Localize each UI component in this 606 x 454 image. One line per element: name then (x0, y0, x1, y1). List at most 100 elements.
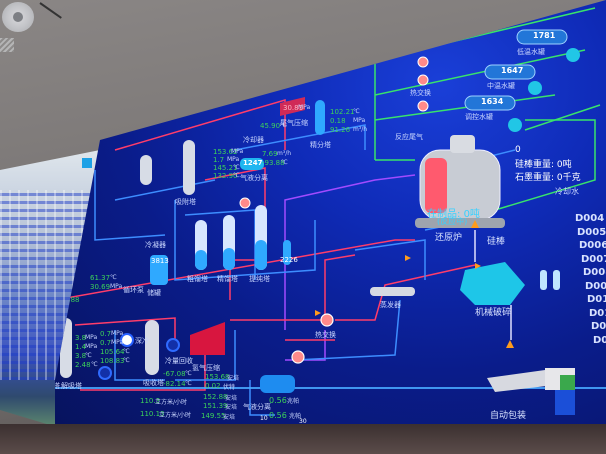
heat-exchanger-icon (320, 313, 334, 327)
flow-value: 30.69 (90, 283, 111, 291)
silicon-rod-weight: 硅棒重量: 0吨 (515, 160, 572, 170)
unit: ℃ (233, 172, 240, 179)
unit: MPa (85, 334, 98, 341)
tower-label: 吸附塔 (55, 381, 60, 391)
hydrogen-compressor-label: 氢气压缩 (192, 364, 220, 372)
tank-value: 1781 (533, 31, 556, 40)
unit: ℃ (280, 122, 287, 129)
pipe-green-2 (374, 49, 586, 96)
heat-exchanger-icon (417, 74, 429, 86)
unit: ℃ (110, 274, 117, 281)
silicon-rod-label: 硅棒 (487, 237, 506, 247)
packaging-label: 自动包装 (490, 411, 527, 421)
tower-label: 提纯塔 (249, 275, 270, 283)
pipe-blue-2 (114, 179, 216, 201)
pipe-blue-4 (234, 124, 366, 151)
unit: MPa (353, 117, 366, 124)
reactor-top (450, 135, 475, 153)
gas-liquid-separator-tank (260, 375, 295, 393)
pipe-blue-10 (249, 380, 275, 416)
graphite-weight: 石墨重量: 0千克 (515, 173, 581, 183)
scada-screen: 1781 1647 1634 低温水罐 中温水罐 调控水罐 热交换 反应尾气 在… (55, 0, 606, 424)
unit: ℃ (91, 361, 98, 368)
unit: m³/h (277, 150, 292, 157)
pipe-green-3 (374, 94, 556, 121)
separator-value: 0.18 (330, 117, 346, 125)
pipe-green-6 (524, 104, 601, 131)
unit: ℃ (353, 108, 360, 115)
current-value: 149.55 (201, 412, 226, 420)
pipe-red-1 (114, 98, 286, 151)
heat-exchanger-label: 热交换 (410, 89, 431, 97)
deep-cooler-icon (120, 333, 134, 347)
hydrogen-compressor (190, 322, 225, 355)
ceiling-vent (2, 2, 34, 32)
gauge-icon[interactable]: 10 (260, 415, 268, 422)
tank-label: 调控水罐 (465, 113, 493, 121)
unit: ℃ (85, 352, 92, 359)
storage-label: 储罐 (147, 289, 161, 297)
small-column (140, 155, 152, 185)
upper-left-value: 145.21 (213, 164, 238, 172)
packaging-machine (487, 368, 575, 415)
pipe-blue-6 (354, 239, 426, 280)
pipe-red-5 (74, 317, 176, 345)
unit: MPa (111, 330, 124, 337)
voltage-value: 0.02 (205, 382, 221, 390)
unit: 安培 (225, 404, 238, 411)
pipe-blue-8 (114, 330, 165, 381)
tower-small (283, 240, 291, 265)
pipe-red-3 (55, 239, 415, 301)
device-code: D009 (585, 280, 606, 292)
column-label: 吸附塔 (175, 198, 196, 206)
arrow-icon (475, 263, 481, 269)
unit: 伏特 (223, 384, 236, 391)
in-process-label: 在制品: 0吨 (427, 209, 480, 220)
flow-rate-value: 110.3 (140, 397, 161, 405)
tower-label: 粗馏塔 (187, 275, 208, 283)
pipe-blue-7 (294, 299, 401, 361)
unit: ℃ (185, 380, 192, 387)
tail-gas-compressor (280, 97, 305, 116)
gauge-icon[interactable]: 30 (299, 418, 307, 425)
unit: 立方米/小时 (159, 412, 192, 419)
reactor-heating-zone (425, 158, 447, 213)
arrow-icon (506, 340, 514, 348)
pipe-blue-3 (174, 200, 316, 281)
arrow-icon (471, 220, 479, 228)
tank-value: 1647 (501, 66, 524, 75)
device-code: D006 (579, 240, 606, 251)
condenser-label: 冷凝器 (145, 241, 166, 249)
pipe-red-4 (230, 254, 356, 321)
pressure-value: 0.56 (269, 411, 287, 420)
absorption-tower (145, 320, 159, 375)
unit: ℃ (233, 164, 240, 171)
unit: MPa (111, 339, 124, 346)
device-code: D012 (591, 321, 606, 332)
device-code: D007 (581, 253, 606, 265)
process-pipes (55, 5, 606, 416)
flow-value: 61.37 (90, 274, 111, 282)
deep-cooler-label: 深冷 (135, 337, 149, 345)
current-value: 151.39 (203, 402, 228, 410)
storage-value: 3813 (151, 257, 169, 265)
unit: 安培 (227, 375, 240, 382)
pipe-purple-1 (284, 174, 416, 330)
heat-exchanger-icon (239, 197, 251, 209)
reactor-base (415, 218, 505, 228)
lower-value: 108.83 (100, 357, 125, 365)
cooler-label: 冷却器 (243, 136, 264, 144)
ceiling-grille (0, 38, 14, 52)
lower-towers (60, 318, 295, 393)
unit: MPa (110, 283, 123, 290)
worker-icon (540, 270, 547, 290)
evaporator-label: 蒸发器 (380, 301, 401, 309)
temp-value: -82.14 (163, 380, 186, 388)
separator-column (315, 100, 325, 135)
gas-liquid-separator-label: 气液分离 (243, 403, 271, 411)
separator-value: 102.21 (330, 108, 355, 116)
unit: 兆帕 (289, 413, 302, 420)
unit: m³/h (353, 126, 368, 133)
arrow-icon (315, 310, 321, 316)
cold-recovery-icon (166, 338, 180, 352)
